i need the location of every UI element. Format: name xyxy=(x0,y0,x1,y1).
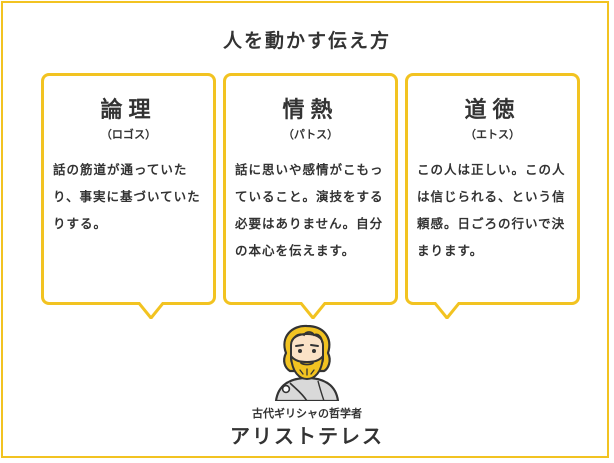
card-body: 話に思いや感情がこもっていること。演技をする必要はありません。自分の本心を伝えま… xyxy=(235,162,384,258)
figure-name: アリストテレス xyxy=(230,424,384,448)
card-heading: 論理 xyxy=(100,98,157,123)
speech-tail-icon xyxy=(434,302,460,319)
card-reading: （ロゴス） xyxy=(100,128,157,141)
card-heading: 情熱 xyxy=(282,98,339,123)
card-body: この人は正しい。この人は信じられる、という信頼感。日ごろの行いで決まります。 xyxy=(417,162,566,258)
card-heading: 道徳 xyxy=(464,98,521,123)
card-body: 話の筋道が通っていたり、事実に基づいていたりする。 xyxy=(53,162,201,231)
aristotle-icon xyxy=(274,324,340,401)
card-reading: （エトス） xyxy=(465,128,520,141)
speech-tail-icon xyxy=(138,302,164,319)
page-title: 人を動かす伝え方 xyxy=(222,30,391,52)
speech-tail-icon xyxy=(300,302,326,319)
card-logos: 論理 （ロゴス） 話の筋道が通っていたり、事実に基づいていたりする。 xyxy=(41,73,216,319)
figure-caption: 古代ギリシャの哲学者 xyxy=(252,407,362,420)
card-reading: （パトス） xyxy=(282,128,339,141)
card-pathos: 情熱 （パトス） 話に思いや感情がこもっていること。演技をする必要はありません。… xyxy=(223,73,398,319)
card-ethos: 道徳 （エトス） この人は正しい。この人は信じられる、という信頼感。日ごろの行い… xyxy=(405,73,580,319)
